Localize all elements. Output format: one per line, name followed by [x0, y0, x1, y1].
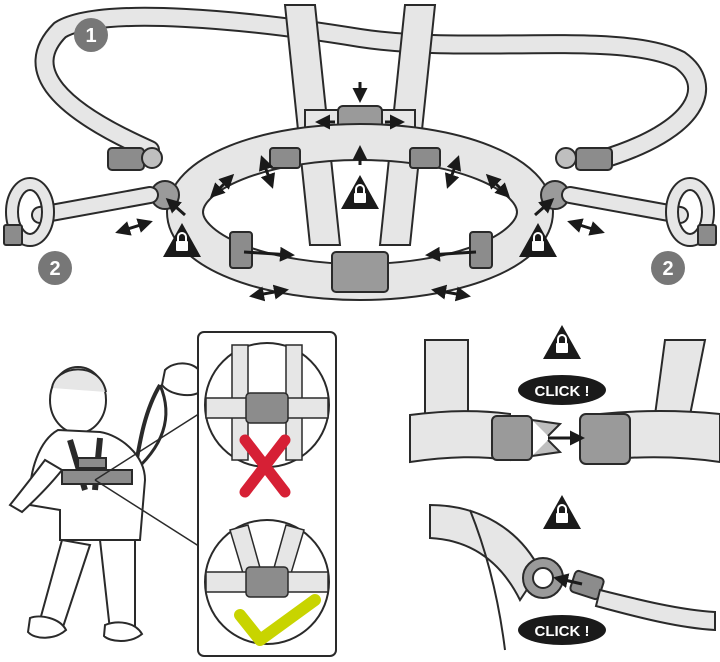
double-arrow-icon [209, 173, 235, 199]
buckle-click-detail: CLICK ! [409, 324, 720, 465]
check-icon [234, 594, 321, 646]
waist-front-buckle [331, 251, 389, 293]
double-arrow-icon [444, 155, 462, 189]
step-badge-1: 1 [74, 18, 108, 52]
left-belt-adjuster [229, 231, 253, 269]
child-shoe [102, 621, 144, 642]
left-shoulder-adjuster [269, 147, 301, 169]
left-wrist-strap [3, 177, 159, 247]
double-arrow-icon [567, 218, 605, 236]
lock-warning-icon [542, 324, 582, 360]
double-arrow-icon [485, 173, 511, 199]
arrow-icon [425, 246, 477, 262]
harness-overview: 1 2 2 [3, 4, 717, 302]
arrow-icon [243, 246, 295, 262]
carabiner-clip-icon [522, 557, 605, 601]
lock-warning-icon [340, 174, 380, 210]
child-illustration [8, 362, 201, 642]
left-leash-clip [107, 147, 163, 171]
arrow-icon [553, 573, 583, 589]
click-label: CLICK ! [535, 383, 590, 400]
right-leash-clip [555, 147, 613, 171]
child-arm [8, 458, 64, 514]
adjustment-arrows [115, 82, 605, 302]
callout-lines [94, 409, 206, 551]
step-label: 2 [662, 258, 673, 280]
step-label: 2 [49, 258, 60, 280]
wrong-position-detail [204, 342, 330, 498]
adult-hand [160, 362, 201, 397]
click-badge-bottom: CLICK ! [518, 615, 606, 645]
lock-warning-icon [542, 494, 582, 530]
buckle-position-panel [197, 331, 337, 657]
right-wrist-strap [561, 177, 717, 247]
buckle-icon [491, 413, 631, 465]
right-belt-adjuster [469, 231, 493, 269]
click-label: CLICK ! [535, 623, 590, 640]
clip-detail: CLICK ! [429, 494, 716, 651]
correct-position-detail [204, 519, 330, 646]
arrow-icon [534, 198, 555, 217]
step-label: 1 [85, 25, 96, 47]
double-arrow-icon [431, 284, 471, 302]
double-arrow-icon [249, 284, 289, 302]
child-hair [51, 368, 107, 393]
arrow-icon [165, 198, 186, 217]
cross-icon [239, 434, 291, 498]
step-badge-2-right: 2 [651, 251, 685, 285]
step-badge-2-left: 2 [38, 251, 72, 285]
child-leg-right [98, 539, 136, 632]
double-arrow-icon [258, 155, 276, 189]
click-badge-top: CLICK ! [518, 375, 606, 405]
right-shoulder-adjuster [409, 147, 441, 169]
child-shoe [26, 615, 68, 639]
double-arrow-icon [115, 218, 153, 236]
